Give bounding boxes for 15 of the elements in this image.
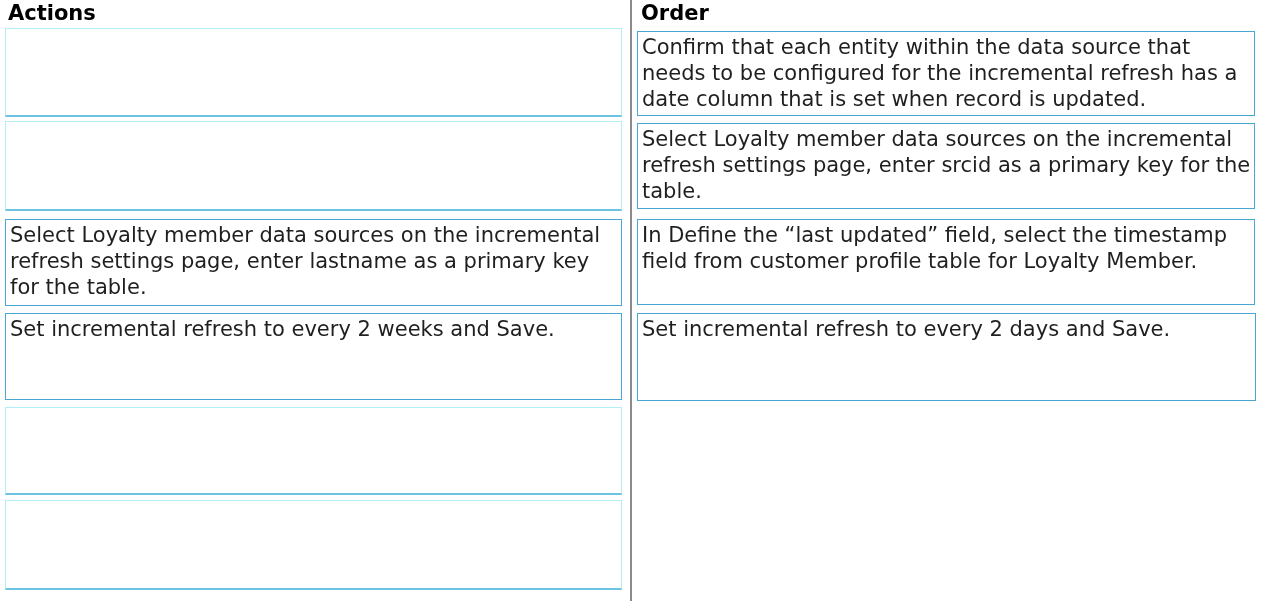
action-text: Set incremental refresh to every 2 weeks and Save. <box>10 316 556 342</box>
action-text: Select Loyalty member data sources on the incremental refresh settings page, enter lastname as a primary key for the table. <box>10 222 602 300</box>
empty-slot <box>5 121 622 211</box>
empty-slot <box>5 500 622 590</box>
column-heading: Actions <box>8 1 96 25</box>
empty-slot <box>5 28 622 117</box>
action-text: Set incremental refresh to every 2 days and Save. <box>642 316 1172 342</box>
empty-slot <box>5 407 622 495</box>
column-heading: Order <box>641 1 709 25</box>
action-card <box>637 219 1255 305</box>
action-text: In Define the “last updated” field, select the timestamp field from customer profile table for Loyalty Member. <box>642 222 1228 274</box>
action-card <box>637 313 1256 401</box>
action-text: Confirm that each entity within the data source that needs to be configured for the incremental refresh has a date column that is set when record is updated. <box>642 34 1239 112</box>
action-text: Select Loyalty member data sources on the incremental refresh settings page, enter srcid as a primary key for the table. <box>642 126 1251 204</box>
action-card <box>5 313 622 400</box>
